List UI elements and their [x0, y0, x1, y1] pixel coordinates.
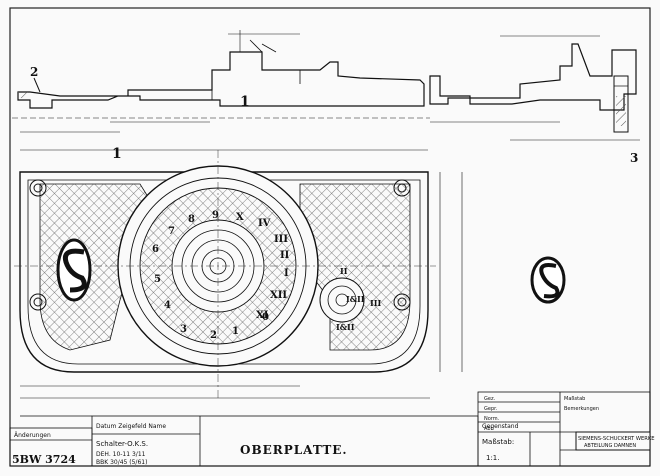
svg-text:Gepr.: Gepr. [484, 406, 498, 412]
company-box [575, 431, 651, 451]
pin-hatch [616, 96, 626, 126]
company-line-2: ABTEILUNG DAMNEN [584, 443, 636, 449]
end-profile-view [429, 35, 640, 141]
siemens-logo-plate [56, 238, 92, 302]
svg-text:Abt.: Abt. [484, 426, 495, 432]
numeral-8: 8 [188, 214, 195, 225]
svg-text:I&II: I&II [346, 294, 365, 304]
scale-value: 1:1. [486, 454, 500, 462]
revision-header: Änderungen [14, 432, 51, 439]
svg-text:Bemerkungen: Bemerkungen [564, 406, 599, 412]
numeral-5: 5 [154, 274, 161, 285]
drawing-number: 5BW 3724 [12, 453, 76, 466]
callout-2-leader [33, 77, 41, 93]
material-label: Gegenstand [482, 423, 519, 430]
svg-text:II: II [340, 266, 348, 276]
title-block [9, 391, 651, 467]
svg-text:III: III [370, 298, 381, 308]
numeral-4: 4 [164, 300, 171, 311]
numeral-iv: IV [258, 218, 271, 229]
dial-numerals: 9 X IV III II I XII XI 1 2 3 4 5 6 7 8 0 [152, 210, 290, 341]
stamp-line-2: BBK 30/45 (5/61) [96, 459, 147, 466]
callout-1-plan: 1 [112, 146, 122, 162]
siemens-logo [530, 256, 566, 304]
scale-label: Maßstab: [482, 438, 514, 446]
svg-text:Gez.: Gez. [484, 396, 496, 402]
drawing-title: OBERPLATTE. [240, 443, 348, 457]
numeral-iii: III [274, 234, 288, 245]
stamp-line-1: DEH. 10-11 3/11 [96, 451, 146, 458]
numeral-xi: XI [256, 310, 269, 321]
numeral-7: 7 [168, 226, 175, 237]
section-hatch [18, 92, 28, 98]
small-dial-labels: II I&II I&II III [336, 266, 381, 332]
callout-3: 3 [630, 151, 638, 165]
plan-view [14, 149, 463, 400]
numeral-9: 9 [212, 210, 219, 221]
side-profile-view [12, 30, 430, 133]
numeral-3: 3 [180, 324, 187, 335]
revision-columns: Datum Zeigefeld Name [96, 423, 166, 430]
callout-2: 2 [30, 65, 38, 79]
numeral-1: 1 [232, 326, 239, 337]
callout-1-top: 1 [240, 94, 250, 110]
numeral-0: 0 [262, 312, 269, 323]
numeral-6: 6 [152, 244, 159, 255]
svg-text:Norm.: Norm. [484, 416, 500, 422]
company-line-1: SIEMENS-SCHUCKERT WERKE [578, 436, 655, 442]
numeral-ii: II [280, 250, 290, 261]
svg-text:Maßstab: Maßstab [564, 396, 585, 402]
numeral-xii: XII [270, 290, 287, 301]
title-block-rows: Gez. Gepr. Norm. Abt. Maßstab Bemerkunge… [484, 396, 599, 432]
numeral-x: X [236, 212, 244, 223]
numeral-2: 2 [210, 330, 217, 341]
svg-text:I&II: I&II [336, 322, 355, 332]
numeral-i: I [284, 268, 289, 279]
part-reference: Schalter-O.K.S. [96, 440, 148, 448]
